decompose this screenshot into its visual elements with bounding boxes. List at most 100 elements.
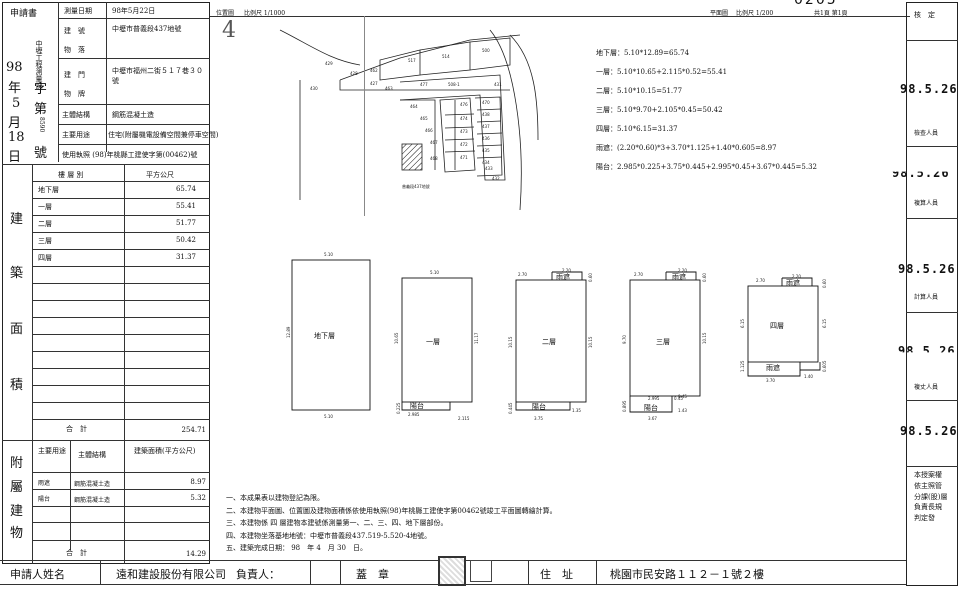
area-row-floor: 二層 [38,220,52,228]
floor-name: 地下層 [314,331,335,340]
lot-number: 474 [460,116,468,121]
dim-label: 2.70 [518,272,527,277]
drafter-label: 複算人員 [914,200,939,207]
dim-label: 0.445 [508,402,513,414]
dim-label: 11.17 [474,332,479,344]
date-stamp-3: 98.5.26 [898,262,956,276]
lot-number: 500 [482,48,490,53]
area-formula: 一層：5.10*10.65+2.115*0.52=55.41 [596,68,728,76]
app-number: 8590 [38,117,45,133]
north-marker: 4 [222,18,236,43]
address-label: 住 址 [540,568,573,581]
dim-label: 12.89 [286,326,291,338]
area-formula: 二層：5.10*10.15=51.77 [596,87,683,95]
attach-row-use: 陽台 [38,496,51,503]
dim-label: 2.20 [562,268,571,273]
app-char-zi: 字 [34,82,48,97]
attach-side-3: 建 [10,504,24,519]
structure-label: 主體結構 [62,111,90,119]
lot-number: 466 [425,128,433,133]
dim-label: 5.10 [324,414,333,419]
dim-label: 1.35 [572,408,581,413]
dim-label: 5.10 [430,270,439,275]
dim-label: 0.225 [396,402,401,414]
plan-title: 平面圖 [710,10,729,17]
applicant-label: 申請人姓名 [10,568,65,581]
lot-number: 465 [420,116,428,121]
app-day: 18 [8,130,25,145]
dim-label: 2.20 [792,274,801,279]
lot-number: 473 [460,129,468,134]
area-row-floor: 三層 [38,237,52,245]
dim-label: 0.60 [702,273,707,282]
lot-number: 468 [430,156,438,161]
rep-label: 負責人： [236,568,280,581]
date-stamp-4: 98.5.26 [898,344,956,358]
dim-label: 2.70 [756,278,765,283]
attach-total-label: 合 計 [66,549,87,557]
lot-number: 514 [442,54,450,59]
authority-note: 本授案權依主照管分課(股)層負責長規判定發 [914,471,948,523]
address-value: 桃園市民安路１１２－１號２樓 [610,568,764,581]
attach-side-2: 屬 [10,480,24,495]
attach-col-use: 主要用途 [38,447,66,455]
lot-number: 472 [460,142,468,147]
checker-label: 檢查人員 [914,130,939,137]
balcony-label: 陽台 [532,402,546,411]
attach-col-structure: 主體結構 [78,451,106,459]
note-line: 二、本建物平面圖、位置圖及建物面積係依使用執照(98)年桃縣工建使字第00462… [226,506,557,515]
date-stamp-2: 98.5.26 [892,166,950,180]
plate-label: 物 牌 [64,90,85,98]
floor-name: 一層 [426,338,440,346]
area-row-floor: 四層 [38,254,52,262]
review-label: 核 定 [914,11,935,19]
area-row-value: 55.41 [175,202,196,210]
dim-label: 0.895 [622,400,627,412]
lot-number: 467 [430,140,438,145]
company-seal [438,556,466,586]
dim-label: 3.67 [648,416,657,421]
dim-label: 0.60 [588,273,593,282]
attach-col-area: 建築面積(平方公尺) [134,447,196,455]
lot-number: 428 [350,71,358,76]
survey-date-label: 測量日期 [64,7,92,15]
dim-label: 2.70 [634,272,643,277]
attach-row-structure: 鋼筋混凝土造 [74,497,111,504]
page-code: 0205 [794,0,838,8]
dim-label: 1.40 [804,374,813,379]
canopy-label: 雨遮 [766,363,780,372]
note-line: 三、本建物係 四 層建物本建號係測量第一、二、三、四、地下層部份。 [226,519,448,527]
area-formula: 地下層：5.10*12.89=65.74 [596,49,690,57]
survey-date: 98年5月22日 [112,7,156,15]
lot-number: 517 [408,58,416,63]
dim-label: 3.70 [766,378,775,383]
usage-label: 主要用途 [62,131,90,139]
area-side-3: 面 [10,322,24,337]
canopy-label: 雨遮 [672,272,686,281]
dim-label: 9.70 [622,335,627,344]
lot-number: 464 [410,104,418,109]
note-line: 五、建築完成日期： 98 年 4 月 30 日。 [226,544,367,552]
attach-row-area: 5.32 [190,494,206,502]
dim-label: 6.15 [740,319,745,328]
app-month-unit: 月 [8,116,22,131]
attach-total-value: 14.29 [185,550,206,558]
lot-number: 434 [482,160,490,165]
lot-number: 429 [325,61,333,66]
location-map: 517514500508-146247747647447347247147043… [279,29,539,211]
canopy-label: 雨遮 [556,272,570,281]
page-label: 共1頁 第1頁 [814,10,848,17]
location-map-scale: 比例尺 1/1000 [244,10,286,17]
dim-label: 10.15 [508,336,513,348]
section-label: 建 號 [64,27,85,35]
seal-label: 蓋 章 [356,568,389,581]
rep-seal [470,560,492,582]
app-day-unit: 日 [8,150,22,165]
dim-label: 6.15 [822,319,827,328]
right-panel [906,2,958,586]
dim-label: 0.605 [822,360,827,372]
structure-value: 鋼筋混凝土造 [112,111,154,119]
lot-label: 物 落 [64,46,85,54]
dim-label: 10.65 [394,332,399,344]
lot-number: 433 [485,166,493,171]
